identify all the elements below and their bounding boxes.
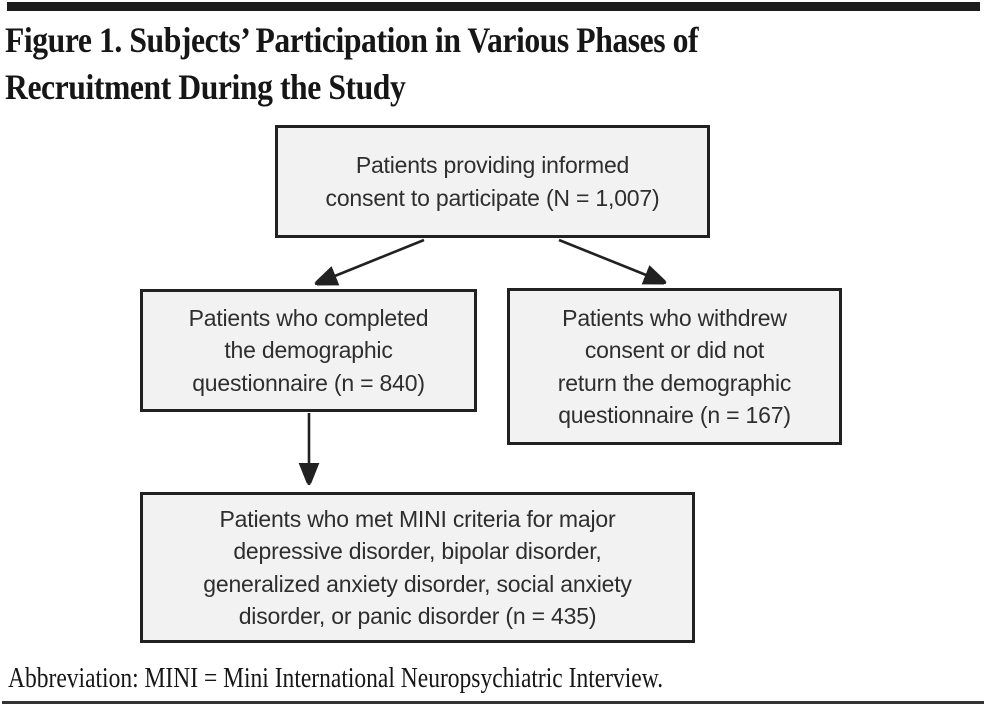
node-completed-questionnaire: Patients who completed the demographic q… <box>140 289 477 412</box>
arrow-consent-to-withdrew <box>558 238 666 283</box>
arrow-consent-to-completed <box>315 238 425 284</box>
node-withdrew-consent: Patients who withdrew consent or did not… <box>507 288 842 445</box>
figure-title: Figure 1. Subjects’ Participation in Var… <box>5 20 699 107</box>
abbreviation-footnote: Abbreviation: MINI = Mini International … <box>8 663 664 694</box>
node-informed-consent: Patients providing informed consent to p… <box>275 125 710 238</box>
bottom-rule <box>2 701 984 704</box>
node-met-mini-criteria: Patients who met MINI criteria for major… <box>140 492 695 643</box>
top-rule <box>7 2 980 11</box>
